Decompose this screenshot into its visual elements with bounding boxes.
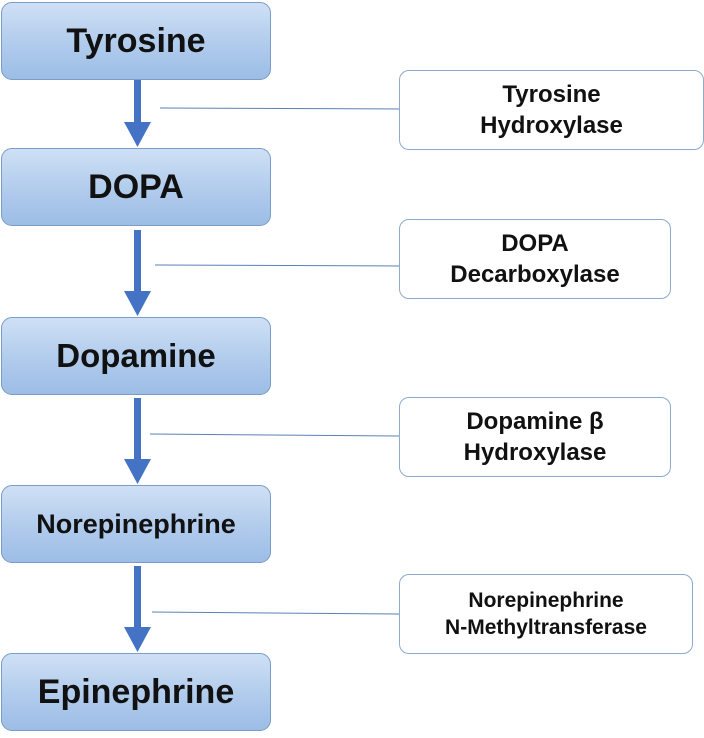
compound-label: Epinephrine — [37, 672, 235, 711]
enzyme-label-line1: DOPA — [501, 229, 569, 257]
enzyme-label-line2: N-Methyltransferase — [445, 616, 647, 639]
compound-label: Dopamine — [56, 337, 216, 374]
enzyme-pnmt: Norepinephrine N-Methyltransferase — [399, 574, 693, 654]
compound-label: Tyrosine — [66, 21, 206, 60]
enzyme-label-line1: Dopamine β — [466, 407, 604, 435]
connector-dopamine-beta-hydroxylase — [149, 433, 400, 437]
enzyme-label-line2: Hydroxylase — [480, 112, 623, 139]
enzyme-dopamine-beta-hydroxylase: Dopamine β Hydroxylase — [399, 397, 671, 477]
enzyme-label-line2: Hydroxylase — [463, 439, 607, 466]
enzyme-label-line1: Norepinephrine — [468, 588, 624, 612]
compound-epinephrine: Epinephrine — [1, 653, 271, 731]
compound-norepinephrine: Norepinephrine — [1, 485, 271, 563]
enzyme-label-line2: Decarboxylase — [450, 261, 620, 288]
enzyme-label-line1: Tyrosine — [502, 80, 601, 108]
enzyme-dopa-decarboxylase: DOPA Decarboxylase — [399, 219, 671, 299]
compound-tyrosine: Tyrosine — [1, 2, 271, 80]
arrow-dopa-to-dopamine — [124, 230, 151, 316]
compound-label: DOPA — [88, 167, 184, 206]
connector-dopa-decarboxylase — [154, 264, 400, 267]
connector-tyrosine-hydroxylase — [159, 107, 400, 110]
compound-label: Norepinephrine — [36, 508, 236, 539]
enzyme-tyrosine-hydroxylase: Tyrosine Hydroxylase — [399, 70, 704, 150]
arrow-tyrosine-to-dopa — [124, 80, 151, 147]
arrow-dopamine-to-norepinephrine — [124, 398, 151, 484]
arrow-norepinephrine-to-epinephrine — [124, 566, 151, 652]
connector-pnmt — [151, 611, 400, 615]
compound-dopa: DOPA — [1, 148, 271, 226]
compound-dopamine: Dopamine — [1, 317, 271, 395]
